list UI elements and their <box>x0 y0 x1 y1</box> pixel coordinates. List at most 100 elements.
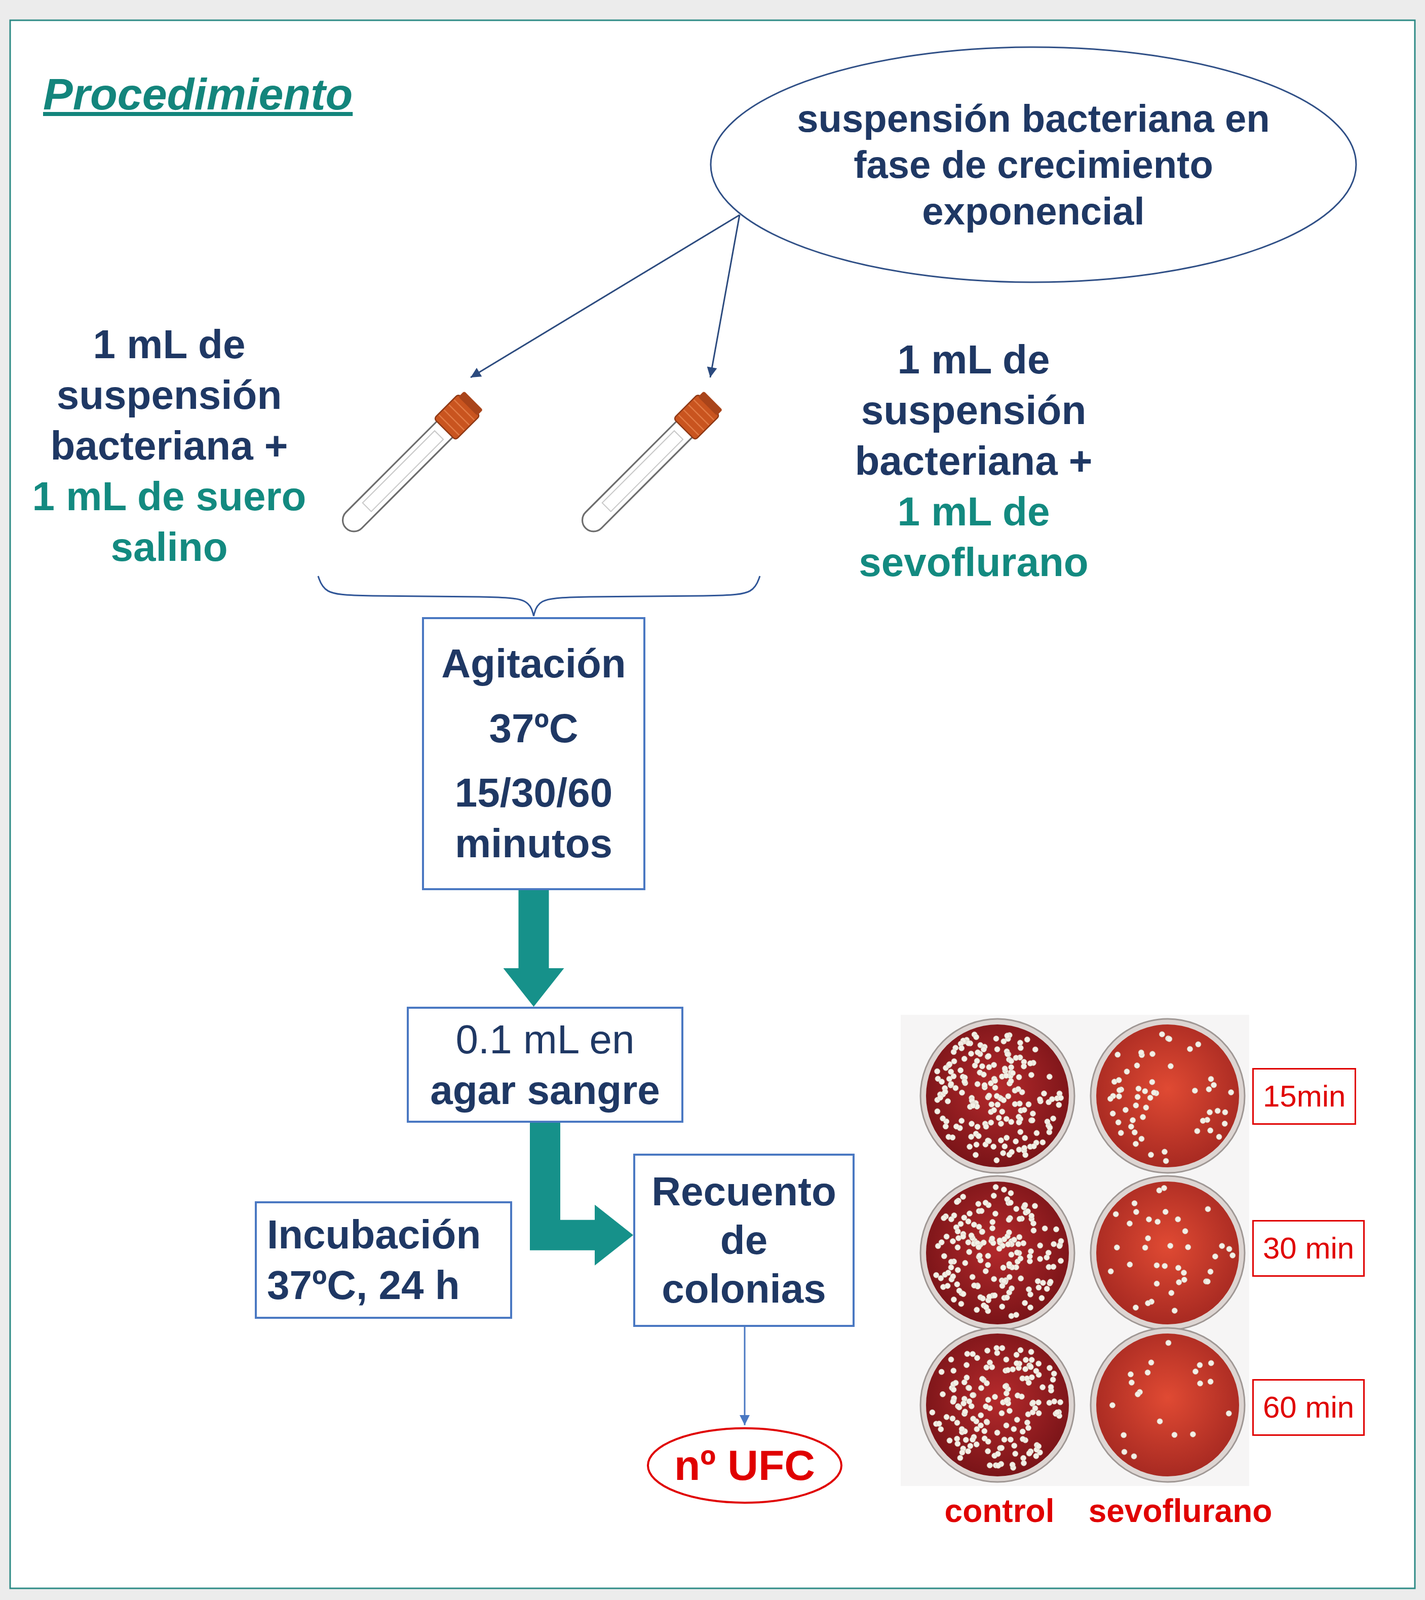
colony <box>1208 1075 1214 1082</box>
colony <box>954 1435 960 1442</box>
note-box: Incubación 37ºC, 24 h <box>254 1201 513 1319</box>
colony <box>1035 1410 1042 1416</box>
colony <box>976 1223 982 1230</box>
colony <box>983 1418 990 1425</box>
colony <box>994 1450 1001 1457</box>
plates-photo <box>900 1014 1250 1486</box>
colony <box>1041 1090 1047 1097</box>
colony <box>1149 1051 1155 1057</box>
colony <box>1115 1076 1122 1083</box>
colony <box>1185 1244 1191 1250</box>
colony <box>1161 1148 1168 1155</box>
colony <box>1000 1149 1007 1156</box>
colony <box>1028 1212 1035 1219</box>
colony <box>967 1143 973 1150</box>
colony <box>1013 1206 1020 1212</box>
colony <box>997 1137 1004 1143</box>
colony <box>941 1215 947 1221</box>
colony <box>1207 1109 1213 1115</box>
cap-ridge <box>678 414 700 436</box>
colony <box>1015 1241 1022 1247</box>
colony <box>1035 1443 1042 1449</box>
colony <box>1020 1454 1027 1461</box>
colony <box>939 1079 945 1085</box>
colony <box>1121 1432 1127 1438</box>
colony <box>934 1108 941 1114</box>
colony <box>1035 1399 1042 1406</box>
colony <box>1017 1346 1024 1353</box>
colony <box>992 1184 999 1190</box>
ellipse-shape <box>710 47 1357 283</box>
colony <box>1016 1215 1023 1222</box>
colony <box>1022 1357 1029 1363</box>
colony <box>958 1045 965 1051</box>
colony <box>1114 1051 1121 1058</box>
colony <box>989 1219 996 1225</box>
colony <box>975 1049 981 1056</box>
colony <box>968 1050 975 1057</box>
colony <box>969 1274 976 1280</box>
colony <box>1021 1144 1028 1151</box>
colony <box>1028 1357 1035 1363</box>
colony <box>1140 1113 1146 1120</box>
colony <box>1018 1393 1025 1400</box>
colony <box>1138 1049 1144 1056</box>
colony <box>1197 1362 1203 1368</box>
colony <box>1000 1264 1007 1271</box>
cap-ridge <box>443 409 465 431</box>
petri-dish <box>920 1175 1075 1330</box>
colony <box>948 1264 954 1270</box>
colony <box>1122 1106 1129 1113</box>
colony <box>1025 1101 1032 1107</box>
colony <box>979 1063 985 1069</box>
colony <box>1128 1123 1134 1130</box>
colony <box>1156 1187 1163 1193</box>
colony <box>1011 1442 1018 1449</box>
colony <box>1020 1240 1027 1246</box>
colony <box>979 1375 986 1382</box>
colony <box>1044 1118 1051 1125</box>
colony <box>1002 1143 1008 1149</box>
colony <box>983 1403 989 1409</box>
colony <box>994 1429 1000 1436</box>
petri-dish <box>920 1327 1075 1482</box>
colony <box>972 1151 979 1158</box>
colony <box>971 1221 977 1228</box>
colony <box>1033 1452 1039 1459</box>
colonies <box>929 1031 1236 1471</box>
colony <box>943 1233 950 1240</box>
colony <box>1010 1366 1016 1372</box>
colony <box>982 1199 989 1206</box>
colony <box>950 1273 956 1280</box>
colony <box>1033 1130 1040 1136</box>
colony <box>1154 1218 1161 1225</box>
label-group: 1 mL de suspensión bacteriana +1 mL de s… <box>836 334 1111 588</box>
colony <box>1029 1117 1035 1124</box>
colony <box>970 1392 976 1398</box>
colony <box>1148 1359 1154 1366</box>
label-group: 1 mL de suspensión bacteriana +1 mL de s… <box>27 319 312 573</box>
colony <box>974 1123 981 1130</box>
colony <box>999 1108 1006 1115</box>
colony <box>1182 1228 1188 1235</box>
colony <box>981 1428 988 1434</box>
colony <box>966 1384 973 1391</box>
colony <box>978 1208 985 1214</box>
colony <box>1027 1304 1033 1311</box>
colony <box>986 1359 993 1366</box>
colony <box>983 1123 989 1130</box>
colony <box>978 1384 984 1391</box>
colony <box>1006 1216 1012 1223</box>
colony <box>1162 1262 1168 1269</box>
colony <box>973 1141 980 1148</box>
colony <box>1133 1102 1139 1108</box>
colony <box>1022 1366 1029 1372</box>
colony <box>1005 1241 1012 1248</box>
colony <box>994 1350 1000 1356</box>
colony <box>968 1232 975 1239</box>
colony <box>1033 1367 1039 1374</box>
colony <box>1050 1376 1056 1383</box>
colony <box>1007 1436 1014 1443</box>
colony <box>1050 1115 1057 1122</box>
colony <box>929 1409 936 1415</box>
